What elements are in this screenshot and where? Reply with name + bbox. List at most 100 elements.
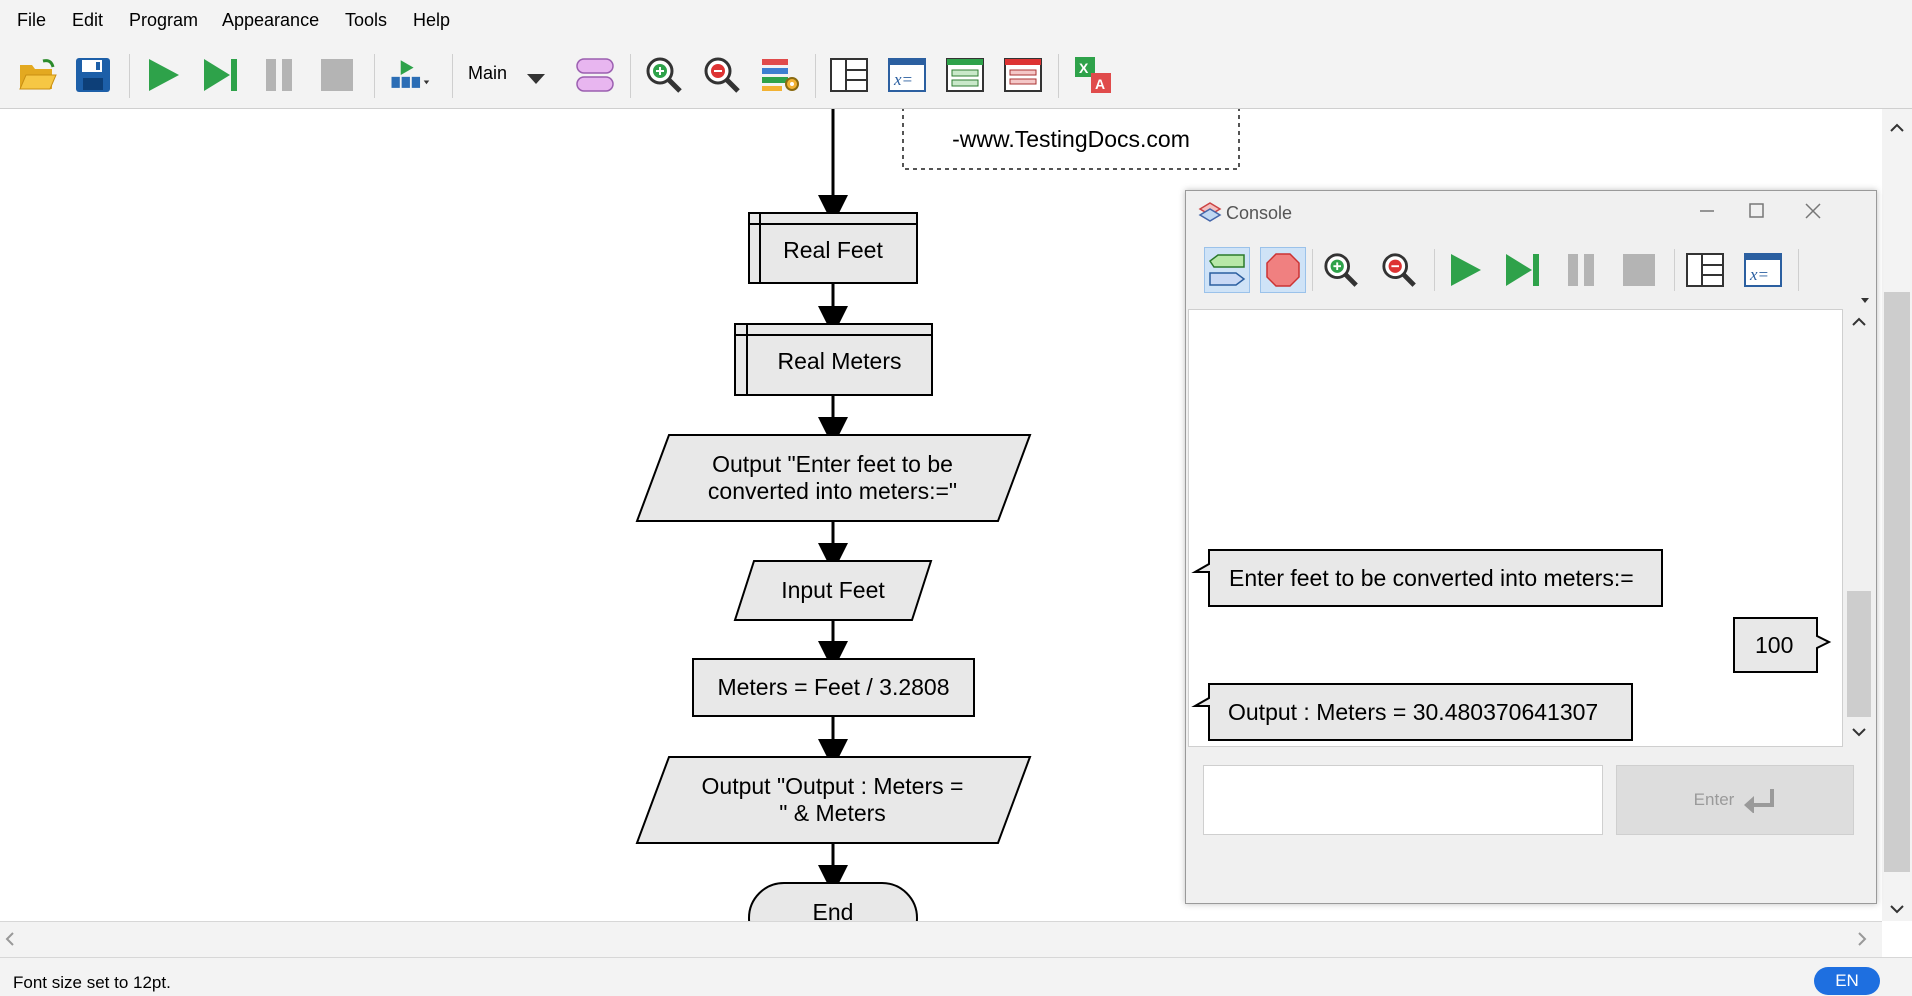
console-stop-icon[interactable] <box>1616 247 1662 293</box>
console-view-icon[interactable] <box>942 52 988 98</box>
enter-button[interactable]: Enter <box>1616 765 1854 835</box>
svg-text:x=: x= <box>893 70 913 89</box>
console-message: Enter feet to be converted into meters:= <box>1229 565 1634 591</box>
comment-box[interactable] <box>902 109 1240 170</box>
console-zoom-out-icon[interactable] <box>1376 247 1422 293</box>
output-result-label-line2: " & Meters <box>779 800 886 826</box>
end-label: End <box>812 899 854 921</box>
output-prompt-label-line1: Output "Enter feet to be <box>712 451 953 477</box>
pause-icon[interactable] <box>256 52 302 98</box>
declare-feet-label: Real Feet <box>783 237 883 263</box>
message-bubble <box>1191 683 1633 741</box>
console-input[interactable] <box>1203 765 1603 835</box>
save-icon[interactable] <box>70 52 116 98</box>
language-badge[interactable]: EN <box>1814 967 1880 995</box>
console-step-icon[interactable] <box>1500 247 1546 293</box>
layout-icon[interactable] <box>826 52 872 98</box>
console-toolbar-separator <box>1798 249 1799 291</box>
console-run-icon[interactable] <box>1442 247 1488 293</box>
declare-meters-label: Real Meters <box>777 348 902 374</box>
menu-program[interactable]: Program <box>129 10 199 30</box>
message-bubble <box>1733 617 1832 673</box>
open-folder-icon[interactable] <box>14 52 60 98</box>
enter-arrow-icon <box>1744 789 1775 813</box>
scroll-down-icon <box>1890 905 1904 914</box>
input-feet-shape[interactable] <box>733 560 933 621</box>
variables-icon[interactable]: x= <box>884 52 930 98</box>
scroll-thumb <box>1847 591 1871 717</box>
svg-text:A: A <box>1095 76 1105 92</box>
procedure-dropdown[interactable]: Main <box>468 63 508 83</box>
menu-help[interactable]: Help <box>413 10 451 30</box>
console-mode-icon[interactable] <box>1204 247 1250 293</box>
stop-console-icon[interactable] <box>1260 247 1306 293</box>
menu-file[interactable]: File <box>17 10 47 30</box>
scroll-down-icon <box>1852 728 1866 737</box>
declare-feet-shape[interactable] <box>748 212 918 284</box>
chart-style-icon[interactable] <box>757 52 803 98</box>
scroll-right-icon <box>1858 932 1867 946</box>
declare-meters-shape[interactable] <box>734 323 933 396</box>
zoom-out-icon[interactable] <box>699 52 745 98</box>
vertical-scrollbar[interactable] <box>1882 109 1912 921</box>
comment-text: -www.TestingDocs.com <box>952 126 1190 152</box>
output-prompt-shape[interactable] <box>635 434 1032 522</box>
console-zoom-in-icon[interactable] <box>1318 247 1364 293</box>
menu-edit[interactable]: Edit <box>72 10 104 30</box>
console-layout-icon[interactable] <box>1682 247 1728 293</box>
horizontal-scrollbar[interactable] <box>0 921 1882 958</box>
output-result-label-line1: Output "Output : Meters = <box>701 773 964 799</box>
console-pause-icon[interactable] <box>1558 247 1604 293</box>
variable-watch-icon[interactable] <box>1000 52 1046 98</box>
output-prompt-label-line2: converted into meters:=" <box>707 478 958 504</box>
status-bar: Font size set to 12pt. EN <box>0 957 1912 996</box>
console-message: Output : Meters = 30.480370641307 <box>1228 699 1599 725</box>
chevron-down-icon[interactable] <box>513 56 559 102</box>
end-terminal-shape[interactable] <box>748 882 918 921</box>
scroll-left-icon <box>5 932 14 946</box>
minimize-icon[interactable] <box>1686 199 1726 223</box>
menu-appearance[interactable]: Appearance <box>222 10 320 30</box>
console-scrollbar[interactable] <box>1844 309 1874 745</box>
toolbar-separator <box>815 54 816 98</box>
menu-tools[interactable]: Tools <box>345 10 388 30</box>
scroll-thumb <box>1884 292 1910 872</box>
step-icon[interactable] <box>198 52 244 98</box>
enter-label: Enter <box>1693 790 1735 809</box>
scroll-up-icon <box>1890 123 1904 132</box>
svg-text:X: X <box>1079 60 1089 76</box>
console-output[interactable]: Enter feet to be converted into meters:=… <box>1188 309 1843 747</box>
menu-bar: File Edit Program Appearance Tools Help <box>0 0 1912 42</box>
console-toolbar-separator <box>1312 249 1313 291</box>
console-variables-icon[interactable]: x= <box>1740 247 1786 293</box>
console-toolbar-separator <box>1674 249 1675 291</box>
run-icon[interactable] <box>140 52 186 98</box>
overflow-icon[interactable] <box>1860 295 1870 305</box>
console-app-icon <box>1198 202 1222 222</box>
message-bubble <box>1191 549 1663 607</box>
add-function-icon[interactable] <box>572 52 618 98</box>
toolbar-separator <box>630 54 631 98</box>
toolbar-separator <box>1058 54 1059 98</box>
assignment-label: Meters = Feet / 3.2808 <box>717 674 950 700</box>
console-title: Console <box>1226 203 1293 223</box>
output-result-shape[interactable] <box>635 756 1032 844</box>
close-icon[interactable] <box>1792 199 1832 223</box>
zoom-in-icon[interactable] <box>641 52 687 98</box>
console-toolbar-separator <box>1434 249 1435 291</box>
input-feet-label: Input Feet <box>781 577 885 603</box>
toolbar-separator <box>374 54 375 98</box>
console-window: Console x= <box>1185 190 1877 904</box>
toolbar-separator <box>129 54 130 98</box>
svg-text:x=: x= <box>1749 265 1769 284</box>
stop-icon[interactable] <box>314 52 360 98</box>
status-text: Font size set to 12pt. <box>13 973 171 992</box>
scroll-up-icon <box>1852 317 1866 326</box>
run-speed-icon[interactable] <box>386 52 432 98</box>
console-message: 100 <box>1755 632 1794 658</box>
toolbar-separator <box>452 54 453 98</box>
assignment-shape[interactable] <box>692 658 975 717</box>
maximize-icon[interactable] <box>1736 199 1776 223</box>
